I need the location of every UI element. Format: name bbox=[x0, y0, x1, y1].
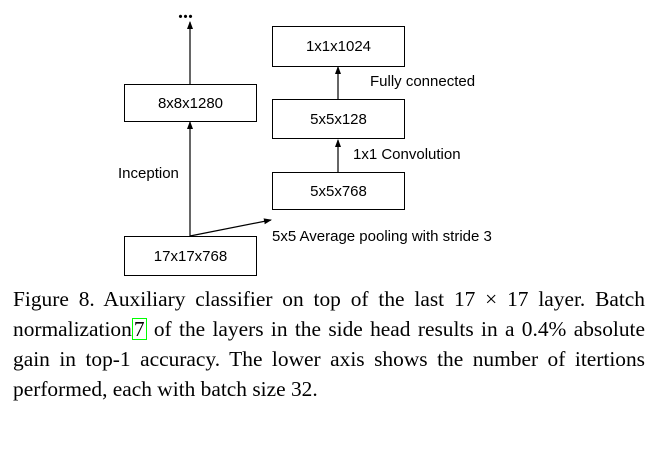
node-5x5x128: 5x5x128 bbox=[272, 99, 405, 139]
node-8x8x1280: 8x8x1280 bbox=[124, 84, 257, 122]
figure-caption: Figure 8. Auxiliary classifier on top of… bbox=[13, 284, 645, 404]
citation-link[interactable]: 7 bbox=[131, 317, 147, 341]
edge-avg-pool bbox=[189, 218, 272, 237]
diagram-edges bbox=[187, 21, 341, 237]
continuation-dots: ... bbox=[178, 1, 193, 23]
node-5x5x768: 5x5x768 bbox=[272, 172, 405, 210]
label-fully-connected: Fully connected bbox=[370, 73, 476, 90]
node-1x1x1024: 1x1x1024 bbox=[272, 26, 405, 67]
auxiliary-classifier-diagram: ... 1x1x1024 8x8x1280 5x5x128 5x5x768 17… bbox=[118, 1, 492, 276]
caption-text-2: of the layers in the side head results i… bbox=[13, 317, 645, 401]
caption-text-1: Figure 8. Auxiliary classifier on top of… bbox=[13, 287, 645, 341]
label-1x1-convolution: 1x1 Convolution bbox=[353, 146, 461, 163]
node-17x17x768: 17x17x768 bbox=[124, 236, 257, 276]
label-inception: Inception bbox=[118, 165, 179, 182]
label-average-pooling: 5x5 Average pooling with stride 3 bbox=[272, 228, 492, 245]
